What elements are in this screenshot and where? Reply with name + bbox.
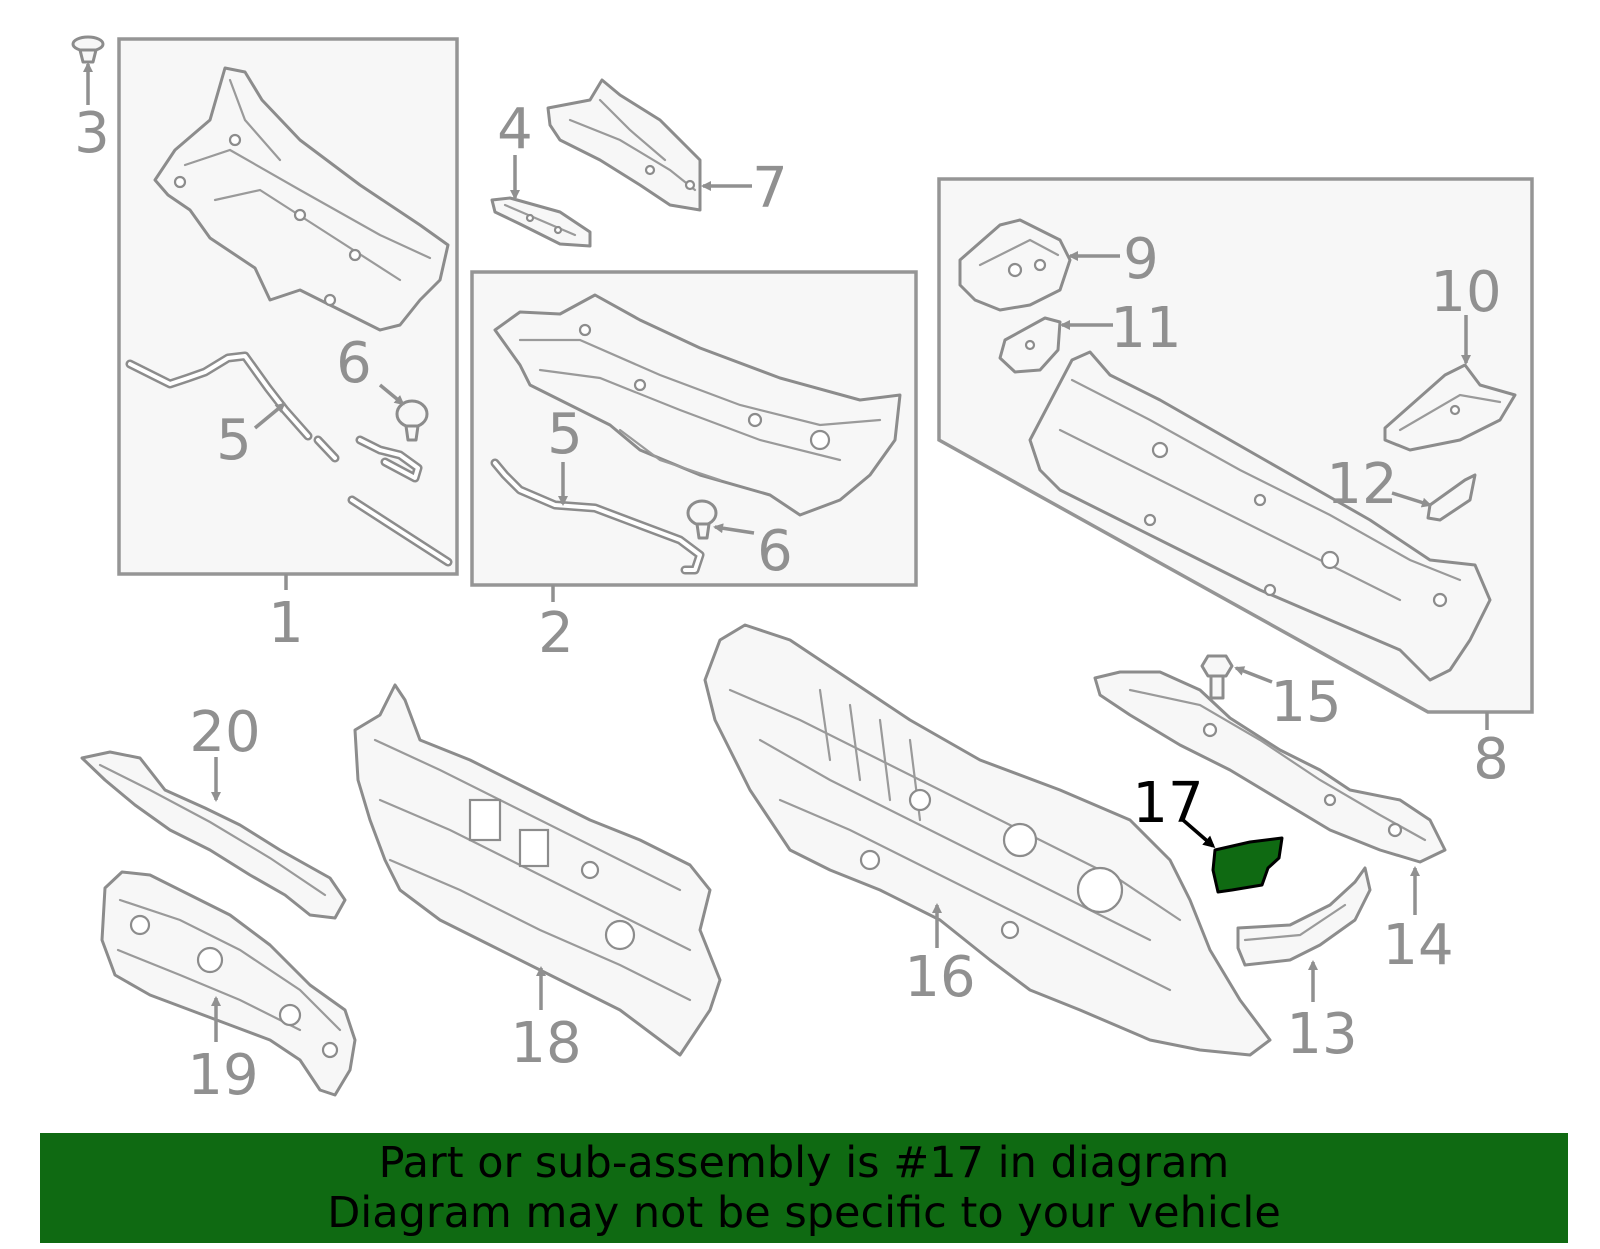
part-12-bracket bbox=[1426, 473, 1477, 522]
callout-15: 15 bbox=[1270, 670, 1341, 735]
callout-6a: 6 bbox=[336, 331, 372, 396]
callout-4: 4 bbox=[497, 97, 533, 162]
callout-13: 13 bbox=[1286, 1002, 1357, 1067]
part-6-check-valve-a bbox=[395, 399, 429, 442]
callout-9: 9 bbox=[1123, 227, 1159, 292]
part-14-reinforcement bbox=[1093, 670, 1447, 864]
leader-6a bbox=[378, 383, 405, 406]
callout-1: 1 bbox=[268, 591, 304, 656]
callout-12: 12 bbox=[1326, 452, 1397, 517]
callout-5b: 5 bbox=[547, 402, 583, 467]
leader-5a bbox=[253, 402, 286, 430]
banner-line-disclaimer: Diagram may not be specific to your vehi… bbox=[327, 1188, 1281, 1238]
part-15-bolt bbox=[1200, 654, 1234, 700]
callout-10: 10 bbox=[1430, 260, 1501, 325]
callout-19: 19 bbox=[187, 1043, 258, 1108]
part-7-bracket bbox=[546, 78, 702, 212]
part-3-clip bbox=[71, 35, 105, 64]
part-16-dash-panel bbox=[703, 623, 1272, 1057]
part-10-bracket bbox=[1383, 363, 1517, 452]
callout-8: 8 bbox=[1473, 727, 1509, 792]
part-5-washer-hose-a bbox=[125, 351, 453, 567]
callout-17: 17 bbox=[1132, 771, 1203, 836]
part-4-bracket bbox=[490, 196, 592, 248]
callout-20: 20 bbox=[189, 700, 260, 765]
part-6-check-valve-b bbox=[686, 499, 718, 540]
leader-15 bbox=[1234, 666, 1273, 684]
part-1-cowl-panel bbox=[153, 66, 450, 332]
part-13-bracket bbox=[1236, 866, 1372, 967]
part-8-cowl-panel bbox=[1028, 350, 1492, 682]
part-18-insulator bbox=[353, 683, 722, 1057]
part-5-washer-hose-b bbox=[490, 458, 705, 575]
part-19-insulator bbox=[100, 870, 357, 1097]
callout-3: 3 bbox=[74, 101, 110, 166]
info-banner: Part or sub-assembly is #17 in diagram D… bbox=[40, 1133, 1568, 1243]
callout-2: 2 bbox=[538, 601, 574, 666]
part-17-highlighted[interactable] bbox=[1211, 836, 1284, 894]
part-9-bracket bbox=[958, 218, 1072, 312]
part-2-cowl-panel bbox=[493, 293, 902, 517]
banner-line-part-number: Part or sub-assembly is #17 in diagram bbox=[378, 1138, 1230, 1188]
leader-12 bbox=[1391, 491, 1432, 508]
callout-5a: 5 bbox=[216, 408, 252, 473]
callout-16: 16 bbox=[904, 945, 975, 1010]
callout-7: 7 bbox=[752, 156, 788, 221]
part-11-bracket bbox=[998, 316, 1062, 374]
callout-14: 14 bbox=[1382, 913, 1453, 978]
leader-6b bbox=[713, 523, 755, 535]
leader-17 bbox=[1181, 818, 1216, 848]
callout-11: 11 bbox=[1110, 296, 1181, 361]
callout-18: 18 bbox=[510, 1011, 581, 1076]
part-20-reinforcement bbox=[80, 750, 347, 920]
callout-6b: 6 bbox=[757, 519, 793, 584]
